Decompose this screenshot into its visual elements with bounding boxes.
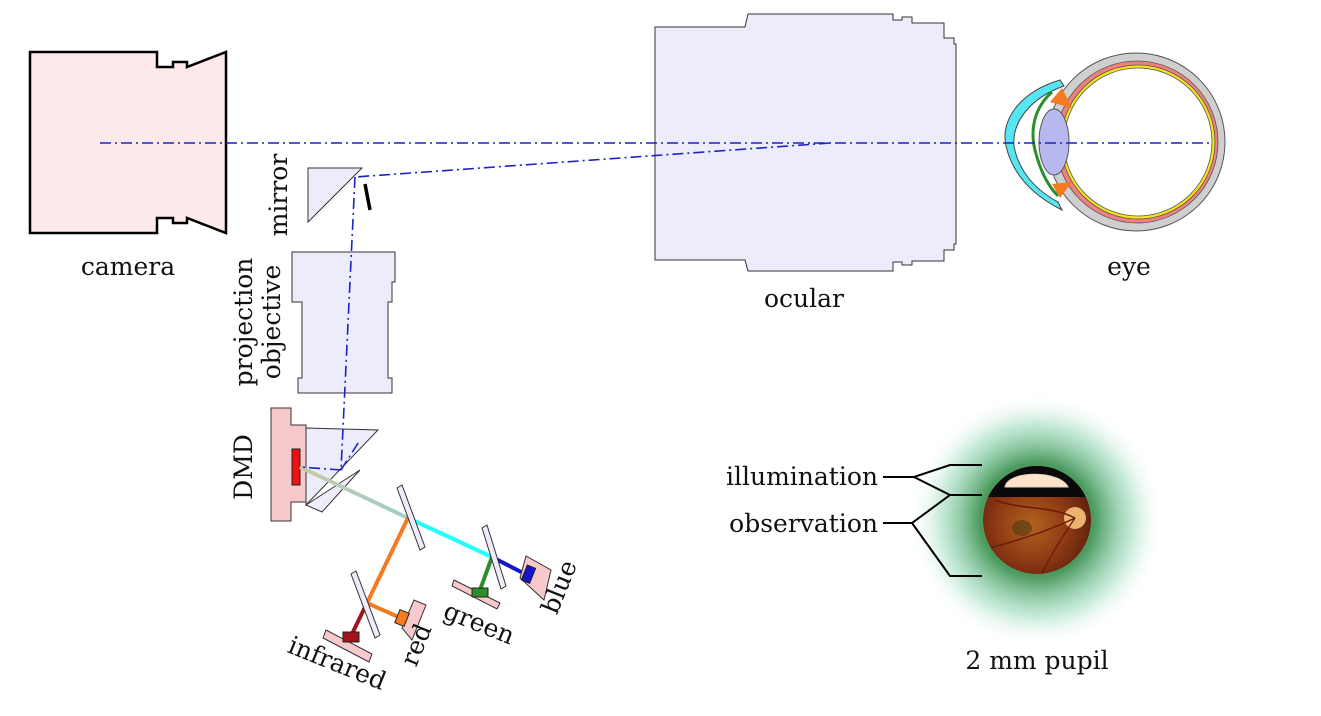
mirror-icon [307, 167, 372, 224]
eye-label: eye [1107, 252, 1151, 281]
optical-axis-lines [100, 142, 1210, 471]
ocular-lens-icon [654, 13, 957, 272]
pupil-callout-lines [883, 464, 982, 577]
observation-label: observation [729, 509, 878, 538]
illumination-beams [299, 465, 552, 663]
dmd-label: DMD [229, 434, 258, 500]
pupil-icon [909, 392, 1165, 648]
green-label: green [440, 596, 519, 650]
objective-label: objective [257, 265, 286, 380]
camera-label: camera [81, 252, 175, 281]
pupil-label: 2 mm pupil [965, 646, 1108, 675]
eye-icon [1004, 52, 1226, 232]
lens-icon [291, 251, 396, 394]
red-label: red [395, 620, 438, 671]
mirror-label: mirror [264, 154, 293, 237]
dmd-icon [270, 407, 380, 522]
projection-label: projection [229, 258, 258, 387]
ocular-label: ocular [764, 284, 844, 313]
illumination-label: illumination [726, 462, 878, 491]
